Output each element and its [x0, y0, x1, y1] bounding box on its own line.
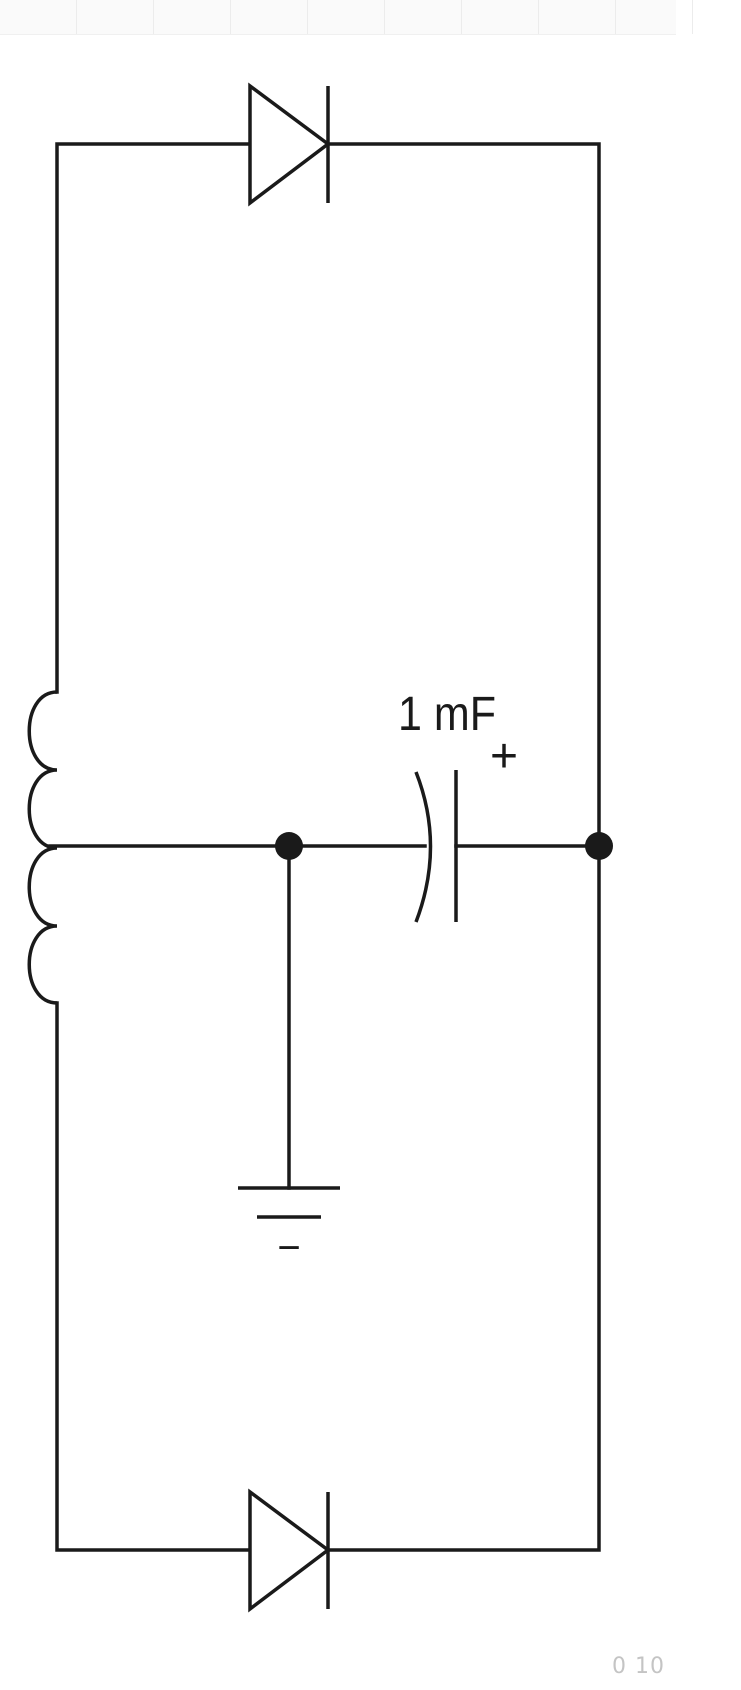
lower-diode-triangle	[248, 1488, 331, 1613]
footer-mark: 0 10	[612, 1654, 665, 1679]
top-strip-cell	[385, 0, 462, 34]
top-strip-cell	[539, 0, 616, 34]
top-strip	[0, 0, 693, 35]
top-strip-cell	[308, 0, 385, 34]
top-strip-cell	[231, 0, 308, 34]
top-strip-cell	[0, 0, 77, 34]
top-strip-cell	[616, 0, 693, 34]
upper-right-wire	[326, 142, 601, 848]
capacitor-curved-plate	[414, 771, 433, 923]
top-strip-cell	[462, 0, 539, 34]
upper-left-wire	[55, 142, 252, 694]
top-strip-cell	[154, 0, 231, 34]
ground-minus-label: −	[277, 1226, 300, 1270]
capacitor-value-label: 1 mF	[398, 688, 496, 741]
lower-right-wire	[326, 844, 601, 1552]
lower-left-wire	[55, 1001, 252, 1552]
right-junction-dot	[585, 832, 613, 860]
ground-icon	[238, 1186, 340, 1219]
lower-diode-icon	[248, 1488, 331, 1613]
upper-diode-triangle	[248, 82, 331, 207]
coil-icon	[27, 690, 58, 1005]
center-junction-dot	[275, 832, 303, 860]
upper-diode-icon	[248, 82, 331, 207]
capacitor-plus-label: +	[490, 730, 518, 783]
polarized-capacitor-icon	[414, 770, 458, 923]
top-strip-cell	[77, 0, 154, 34]
